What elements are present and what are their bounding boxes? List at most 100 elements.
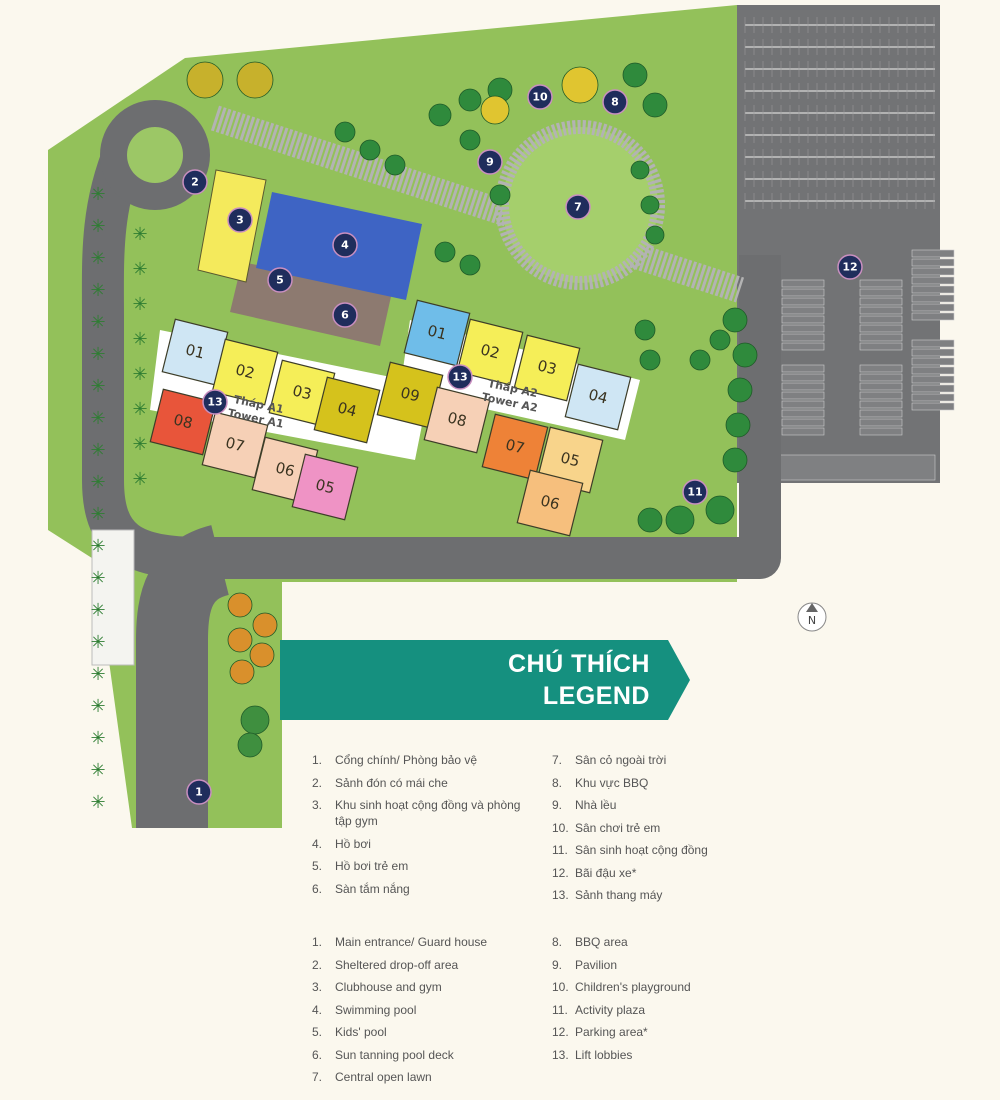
tower-2-unit-08: 08 (423, 386, 491, 454)
tower-2-unit-07: 07 (481, 413, 549, 481)
marker-4[interactable]: 4 (332, 232, 358, 258)
tree-icon (240, 705, 270, 735)
legend-item: 10.Children's playground (552, 979, 691, 995)
tree-icon (645, 225, 665, 245)
palm-tree-icon: ✳ (90, 312, 105, 333)
tree-icon (689, 349, 711, 371)
legend-item-number: 1. (312, 753, 323, 767)
marker-12[interactable]: 12 (837, 254, 863, 280)
tower-1-unit-01: 01 (161, 318, 229, 386)
legend-item: 12.Parking area* (552, 1024, 691, 1040)
palm-tree-icon: ✳ (90, 216, 105, 237)
marker-13[interactable]: 13 (202, 389, 228, 415)
marker-1[interactable]: 1 (186, 779, 212, 805)
marker-8[interactable]: 8 (602, 89, 628, 115)
tree-icon (480, 95, 510, 125)
legend-item-text: Parking area* (575, 1025, 648, 1039)
tree-icon (249, 642, 275, 668)
tree-icon (725, 412, 751, 438)
tower-1-unit-05: 05 (291, 453, 359, 521)
marker-3[interactable]: 3 (227, 207, 253, 233)
marker-10[interactable]: 10 (527, 84, 553, 110)
unit-label: 05 (314, 475, 337, 497)
palm-tree-icon: ✳ (90, 632, 105, 653)
palm-tree-icon: ✳ (90, 376, 105, 397)
legend-item: 9.Pavilion (552, 957, 691, 973)
legend-item-number: 2. (312, 775, 323, 790)
tree-icon (637, 507, 663, 533)
legend-item-number: 3. (312, 980, 323, 994)
unit-label: 01 (426, 321, 449, 343)
tower-1-unit-02: 02 (211, 338, 279, 406)
legend-item: 5.Hồ bơi trẻ em (312, 858, 525, 874)
tree-icon (359, 139, 381, 161)
tower-1-unit-04: 04 (313, 376, 381, 444)
legend-item-number: 4. (312, 836, 323, 851)
marker-13[interactable]: 13 (447, 364, 473, 390)
palm-tree-icon: ✳ (90, 728, 105, 749)
palm-tree-icon: ✳ (90, 792, 105, 813)
north-label: N (808, 614, 816, 627)
legend-item-number: 2. (312, 957, 323, 972)
tree-icon (459, 129, 481, 151)
legend-item-number: 10. (552, 980, 569, 994)
tree-icon (334, 121, 356, 143)
legend-item: 12.Bãi đậu xe* (552, 865, 708, 881)
unit-label: 05 (559, 448, 582, 470)
marker-number: 1 (195, 786, 203, 799)
tree-icon (489, 184, 511, 206)
legend-item-number: 13. (552, 888, 569, 902)
legend-item: 6.Sun tanning pool deck (312, 1047, 487, 1063)
unit-label: 08 (446, 408, 469, 430)
parking-stalls (744, 17, 955, 481)
marker-7[interactable]: 7 (565, 194, 591, 220)
unit-label: 02 (479, 340, 502, 362)
palm-tree-icon: ✳ (90, 696, 105, 717)
palm-tree-icon: ✳ (132, 224, 147, 245)
legend-item-text: Sảnh đón có mái che (335, 775, 448, 790)
legend-item-text: Kids' pool (335, 1025, 387, 1039)
tree-icon (227, 592, 253, 618)
legend-item-number: 1. (312, 935, 323, 949)
unit-label: 06 (539, 491, 562, 513)
unit-label: 01 (184, 340, 207, 362)
legend-item-text: Sân sinh hoạt cộng đồng (575, 843, 708, 857)
legend-item-text: Bãi đậu xe* (575, 865, 637, 880)
legend-item-number: 5. (312, 859, 323, 873)
marker-2[interactable]: 2 (182, 169, 208, 195)
legend-title-vi: CHÚ THÍCH (508, 650, 650, 678)
unit-label: 07 (224, 433, 247, 455)
legend-item: 3.Khu sinh hoạt cộng đồng và phòng tập g… (312, 797, 525, 829)
legend-item-number: 13. (552, 1047, 569, 1062)
marker-9[interactable]: 9 (477, 149, 503, 175)
legend-item: 8.BBQ area (552, 934, 691, 950)
unit-label: 04 (587, 385, 610, 407)
palm-tree-icon: ✳ (90, 408, 105, 429)
legend-item-number: 9. (552, 957, 563, 972)
marker-number: 13 (452, 371, 467, 384)
tree-icon (227, 627, 253, 653)
legend-item-text: Hồ bơi (335, 836, 371, 851)
legend-item: 7.Central open lawn (312, 1069, 487, 1085)
legend-item: 4.Swimming pool (312, 1002, 487, 1018)
tree-icon (384, 154, 406, 176)
marker-11[interactable]: 11 (682, 479, 708, 505)
tree-icon (727, 377, 753, 403)
palm-tree-icon: ✳ (90, 184, 105, 205)
legend-item-text: Sheltered drop-off area (335, 957, 459, 972)
legend-item-text: Sân cỏ ngoài trời (575, 753, 667, 767)
palm-tree-icon: ✳ (90, 440, 105, 461)
legend-item: 9.Nhà lều (552, 797, 708, 813)
legend-item-text: Sun tanning pool deck (335, 1047, 454, 1062)
tree-icon (428, 103, 452, 127)
tower-1-unit-03: 03 (268, 359, 336, 427)
legend-item-text: Khu vực BBQ (575, 775, 649, 790)
tree-icon (237, 732, 263, 758)
palm-tree-icon: ✳ (132, 364, 147, 385)
marker-6[interactable]: 6 (332, 302, 358, 328)
marker-5[interactable]: 5 (267, 267, 293, 293)
legend-item: 11.Activity plaza (552, 1002, 691, 1018)
legend-item-text: BBQ area (575, 935, 628, 949)
